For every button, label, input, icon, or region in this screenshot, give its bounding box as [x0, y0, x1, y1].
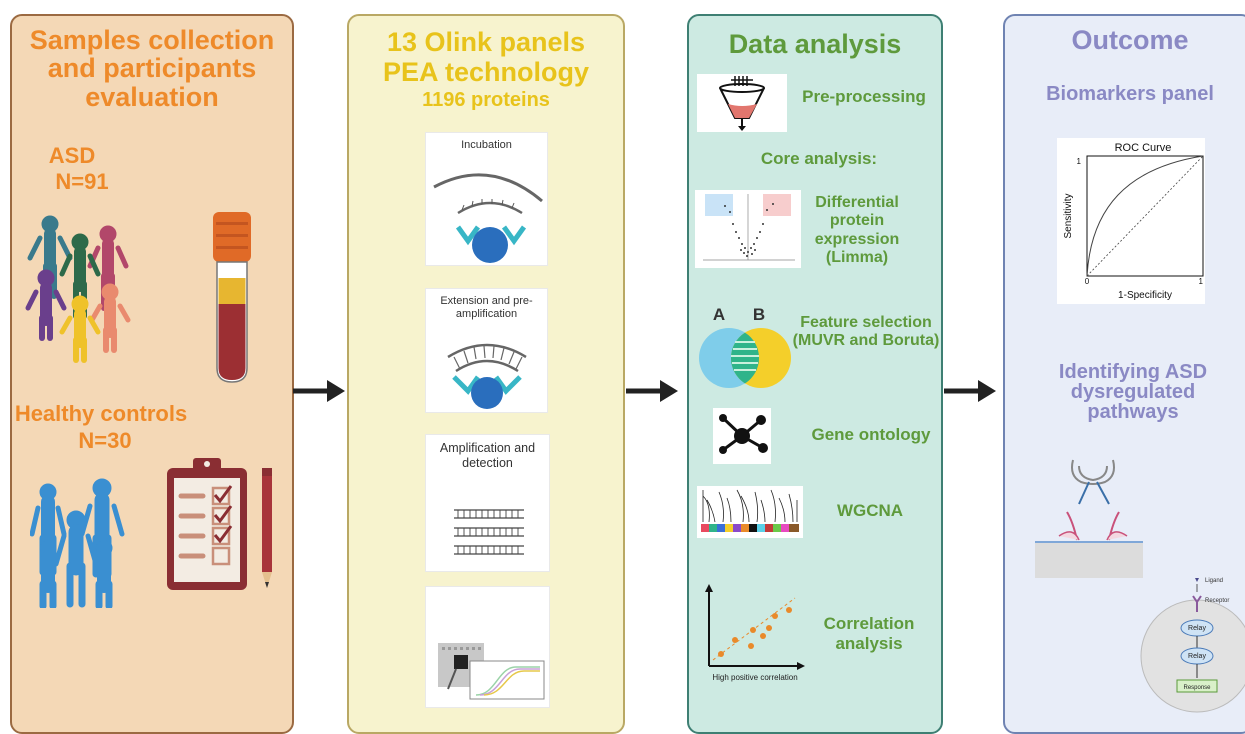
biomarkers-title: Biomarkers panel [1046, 83, 1214, 105]
antibody-binding-icon [433, 173, 543, 263]
roc-x-tick-0: 0 [1085, 277, 1090, 286]
venn-a-label: A [713, 305, 725, 324]
roc-curve-plot: ROC Curve 1 0 1 1-Specificity Sensitivit… [1063, 142, 1204, 301]
wgcna-label: WGCNA [836, 501, 904, 520]
core-analysis-label: Core analysis: [760, 149, 878, 168]
extension-label: Extension and pre-amplification [440, 295, 533, 321]
relay-2-label: Relay [1188, 653, 1206, 660]
qpcr-instrument-icon [438, 643, 545, 700]
extension-card: Extension and pre-amplification [425, 288, 548, 413]
olink-title-line1: 13 Olink panels [386, 27, 586, 57]
analysis-panel: Data analysis Pre-processing Core analys… [687, 14, 943, 734]
arrow-icon [944, 380, 996, 402]
analysis-title: Data analysis [728, 29, 902, 59]
roc-chart: ROC Curve 1 0 1 1-Specificity Sensitivit… [1057, 138, 1205, 304]
olink-panel: 13 Olink panels PEA technology 1196 prot… [347, 14, 625, 734]
synapse-icon [1035, 459, 1143, 578]
clipboard-icon [167, 458, 247, 590]
controls-label: Healthy controls [14, 401, 188, 426]
extension-icon [447, 343, 527, 409]
incubation-card: Incubation [425, 132, 548, 266]
arrow-icon [293, 380, 345, 402]
dna-strands-icon [454, 509, 524, 555]
amplification-card: Amplification and detection [425, 434, 550, 572]
correlation-caption: High positive correlation [712, 673, 797, 682]
venn-icon: A B [699, 305, 791, 388]
roc-y-label: Sensitivity [1063, 193, 1074, 238]
incubation-label: Incubation [461, 139, 512, 151]
ligand-label: Ligand [1205, 578, 1223, 584]
venn-b-label: B [753, 305, 765, 324]
samples-title: Samples collection and participants eval… [29, 25, 275, 112]
differential-expression-label: Differential protein expression (Limma) [814, 194, 900, 267]
roc-title: ROC Curve [1115, 142, 1172, 154]
relay-1-label: Relay [1188, 625, 1206, 632]
samples-panel: Samples collection and participants eval… [10, 14, 294, 734]
preprocessing-label: Pre-processing [802, 87, 926, 106]
network-icon [713, 408, 771, 464]
person-icon [25, 215, 131, 363]
feature-selection-label: Feature selection (MUVR and Boruta) [792, 314, 940, 350]
funnel-icon [697, 74, 787, 132]
outcome-panel: Outcome Biomarkers panel ROC Curve 1 0 1… [1003, 14, 1245, 734]
asd-group-icon [25, 215, 131, 363]
qpcr-card [425, 586, 550, 708]
asd-label: ASD [48, 143, 96, 168]
amplification-label: Amplification and detection [439, 441, 536, 470]
pencil-icon [262, 468, 272, 588]
gene-ontology-label: Gene ontology [811, 425, 931, 444]
controls-group-icon [30, 478, 125, 608]
blood-tube-icon [213, 212, 251, 383]
arrow-icon [626, 380, 678, 402]
asd-count: N=91 [55, 169, 109, 194]
receptor-label: Receptor [1205, 598, 1229, 604]
roc-x-label: 1-Specificity [1118, 290, 1172, 301]
correlation-plot-icon: High positive correlation [705, 584, 805, 682]
volcano-plot-icon [695, 190, 801, 268]
response-label: Response [1183, 685, 1211, 691]
controls-count: N=30 [78, 428, 132, 453]
correlation-label: Correlation analysis [823, 614, 915, 653]
outcome-title: Outcome [1071, 25, 1189, 55]
signaling-cascade-icon: Ligand Receptor Relay Relay Response [1140, 578, 1245, 713]
wgcna-dendrogram-icon [697, 486, 803, 538]
olink-title-line2: PEA technology [382, 57, 590, 87]
olink-title-line3: 1196 proteins [422, 89, 550, 111]
roc-x-tick-1: 1 [1199, 277, 1204, 286]
roc-y-tick-1: 1 [1077, 157, 1082, 166]
pathways-title: Identifying ASD dysregulated pathways [1058, 361, 1208, 423]
